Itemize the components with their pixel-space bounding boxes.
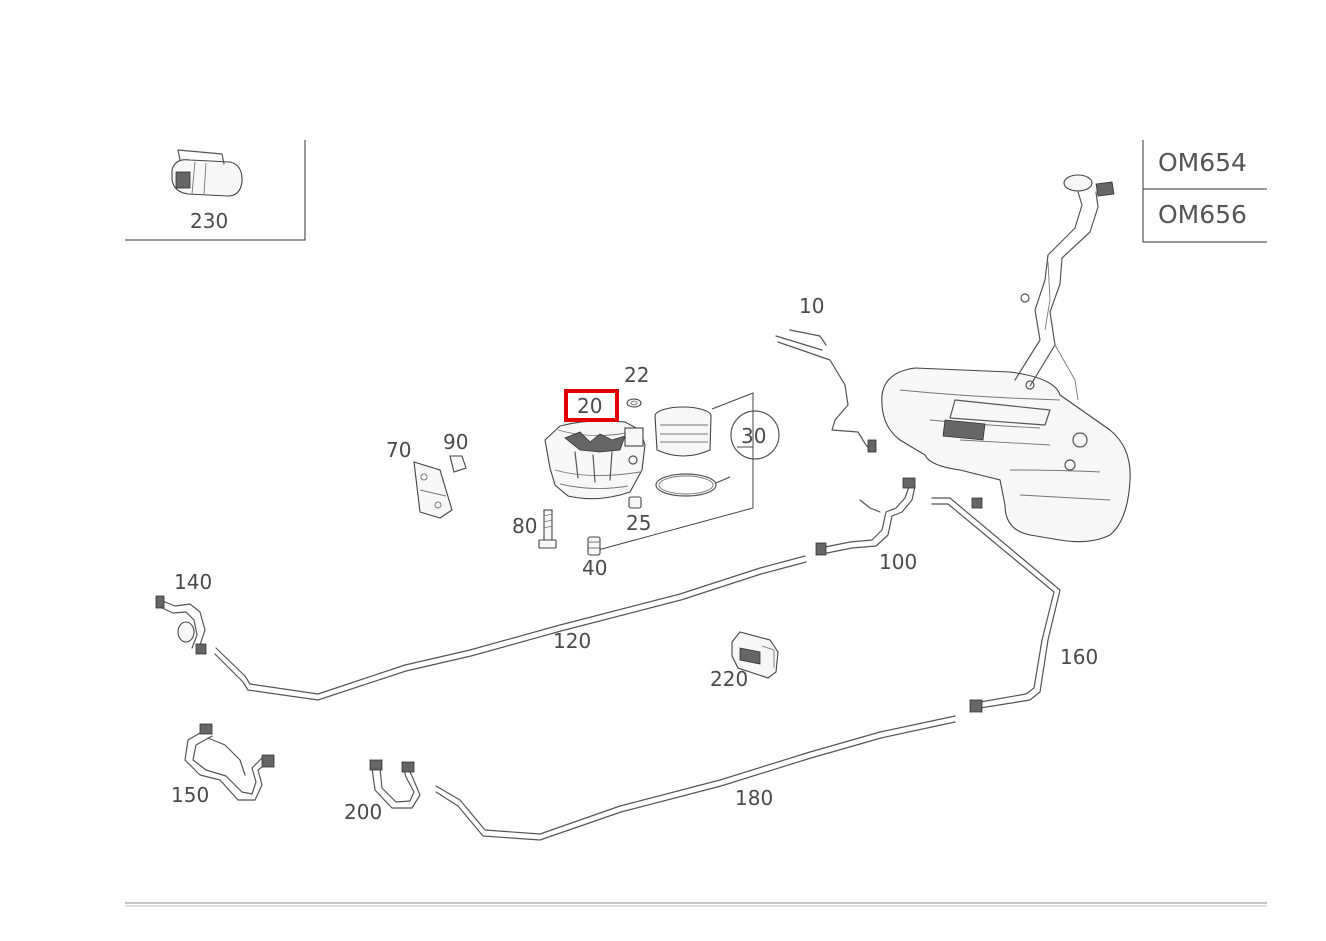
part-80-bolt[interactable] [538,509,557,549]
part-100-hose[interactable] [815,477,916,556]
part-200-hose[interactable] [369,759,421,809]
callout-230[interactable]: 230 [190,209,228,233]
part-150-hose[interactable] [184,723,275,801]
part-40-drain-valve[interactable] [587,536,601,556]
callout-150[interactable]: 150 [171,783,209,807]
part-220-connector[interactable] [731,631,779,679]
callout-100[interactable]: 100 [879,550,917,574]
callout-70[interactable]: 70 [386,438,411,462]
part-30-filter-kit[interactable] [654,406,717,497]
callout-40[interactable]: 40 [582,556,607,580]
engine-code-om656: OM656 [1158,200,1247,229]
part-22-seal[interactable] [626,398,642,408]
callout-140[interactable]: 140 [174,570,212,594]
part-10-line[interactable] [775,329,877,453]
callout-120[interactable]: 120 [553,629,591,653]
callout-220[interactable]: 220 [710,667,748,691]
part-230-clip[interactable] [171,149,243,197]
part-20-filter-housing[interactable] [544,420,646,500]
part-30-bracket-lines [597,392,754,551]
part-140-hose[interactable] [155,595,207,655]
callout-25[interactable]: 25 [626,511,651,535]
part-90-nut[interactable] [449,455,467,473]
callout-200[interactable]: 200 [344,800,382,824]
filler-neck [1014,174,1115,401]
callout-20-highlight [564,389,619,422]
part-70-bracket[interactable] [413,461,453,519]
part-25-grommet[interactable] [628,496,642,509]
part-120-fuel-line[interactable] [214,555,807,701]
inset-230-frame [125,140,306,241]
part-180-return-line[interactable] [435,715,956,841]
callout-22[interactable]: 22 [624,363,649,387]
callout-30-circle [730,410,780,460]
engine-code-om654: OM654 [1158,148,1247,177]
callout-80[interactable]: 80 [512,514,537,538]
callout-10[interactable]: 10 [799,294,824,318]
bottom-rule [125,902,1267,907]
callout-180[interactable]: 180 [735,786,773,810]
callout-20[interactable]: 20 [577,394,602,418]
fuel-tank [881,367,1131,543]
callout-30[interactable]: 30 [741,424,766,448]
callout-160[interactable]: 160 [1060,645,1098,669]
part-160-return-line[interactable] [931,497,1061,713]
callout-90[interactable]: 90 [443,430,468,454]
engine-code-table [1142,140,1267,243]
